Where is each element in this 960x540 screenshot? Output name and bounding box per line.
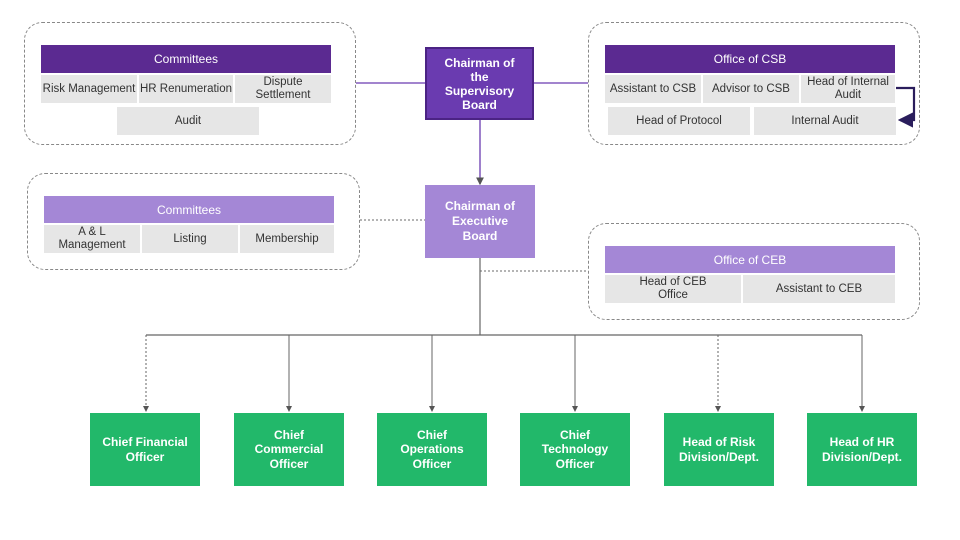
committee-listing: Listing	[142, 225, 238, 253]
supervisory-committees-group	[24, 22, 356, 145]
committee-dispute-settlement: Dispute Settlement	[235, 75, 331, 103]
chairman-supervisory-board: Chairman of the Supervisory Board	[425, 47, 534, 120]
officer-coo: Chief Operations Officer	[377, 413, 487, 486]
supervisory-committees-header: Committees	[41, 45, 331, 73]
office-head-of-protocol: Head of Protocol	[608, 107, 750, 135]
office-head-of-internal-audit: Head of Internal Audit	[801, 75, 895, 103]
office-internal-audit: Internal Audit	[754, 107, 896, 135]
officer-head-of-hr: Head of HR Division/Dept.	[807, 413, 917, 486]
committee-membership: Membership	[240, 225, 334, 253]
office-assistant-to-ceb: Assistant to CEB	[743, 275, 895, 303]
officer-cto: Chief Technology Officer	[520, 413, 630, 486]
office-ceb-group	[588, 223, 920, 320]
executive-committees-group	[27, 173, 360, 270]
office-head-of-ceb-office: Head of CEB Office	[605, 275, 741, 303]
committee-hr-renumeration: HR Renumeration	[139, 75, 233, 103]
committee-al-management: A & L Management	[44, 225, 140, 253]
office-csb-header: Office of CSB	[605, 45, 895, 73]
office-csb-group	[588, 22, 920, 145]
officer-cco: Chief Commercial Officer	[234, 413, 344, 486]
committee-risk-management: Risk Management	[41, 75, 137, 103]
link-internal-audit	[896, 86, 916, 128]
officer-cfo: Chief Financial Officer	[90, 413, 200, 486]
officer-head-of-risk: Head of Risk Division/Dept.	[664, 413, 774, 486]
committee-audit: Audit	[117, 107, 259, 135]
chairman-executive-board: Chairman of Executive Board	[425, 185, 535, 258]
office-advisor-to-csb: Advisor to CSB	[703, 75, 799, 103]
executive-committees-header: Committees	[44, 196, 334, 223]
office-assistant-to-csb: Assistant to CSB	[605, 75, 701, 103]
office-ceb-header: Office of CEB	[605, 246, 895, 273]
